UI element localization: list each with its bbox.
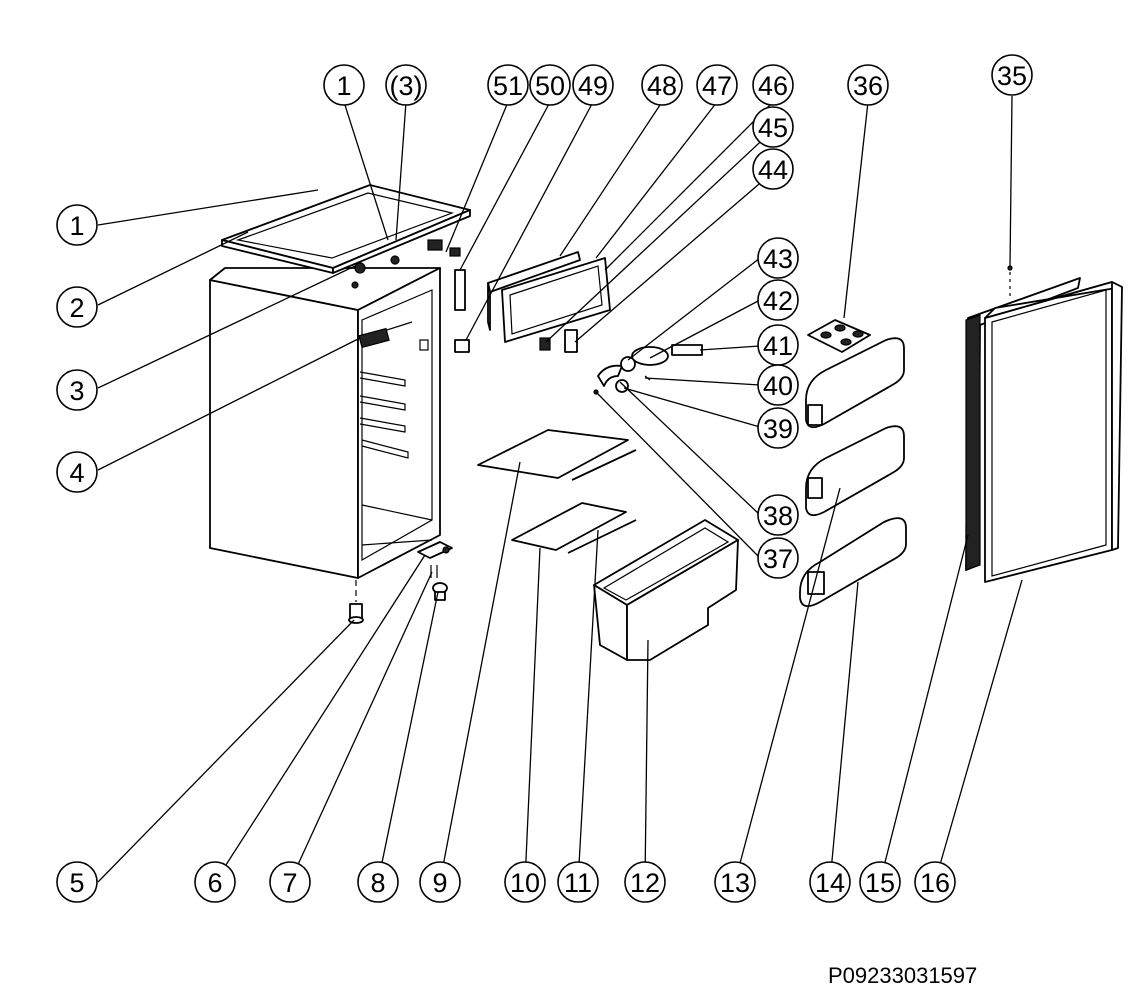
callout-label: 51 bbox=[493, 71, 523, 101]
thermostat-assembly bbox=[593, 344, 703, 395]
crisper-drawer bbox=[593, 519, 739, 661]
callout-label: 12 bbox=[630, 868, 660, 898]
callout-label: 43 bbox=[763, 244, 793, 274]
worktop bbox=[221, 184, 471, 274]
drawing-code: P09233031597 bbox=[828, 963, 978, 988]
callout-label: 2 bbox=[69, 293, 84, 323]
egg-tray bbox=[807, 319, 871, 353]
door-gasket bbox=[965, 277, 1081, 571]
callout-label: 10 bbox=[510, 868, 540, 898]
cabinet-body bbox=[209, 267, 441, 579]
callout-bubbles: 1 (3) 51 50 49 48 47 46 45 44 36 35 1 2 … bbox=[56, 54, 1033, 903]
callout-label: 37 bbox=[763, 544, 793, 574]
callout-label: 8 bbox=[370, 868, 385, 898]
top-hinge bbox=[427, 239, 470, 353]
adjustable-foot-right bbox=[430, 565, 448, 601]
bottom-hinge bbox=[417, 541, 453, 559]
callout-label: 1 bbox=[336, 71, 351, 101]
glass-shelf-small bbox=[511, 502, 637, 554]
glass-shelf-large bbox=[477, 429, 637, 481]
callout-label: 46 bbox=[758, 71, 788, 101]
callout-label: 38 bbox=[763, 501, 793, 531]
refrigerator-door bbox=[984, 265, 1123, 583]
callout-label: 3 bbox=[69, 376, 84, 406]
callout-label: 5 bbox=[69, 868, 84, 898]
door-balcony-lower bbox=[799, 517, 907, 608]
callout-label: 41 bbox=[763, 331, 793, 361]
callout-label: 14 bbox=[815, 868, 845, 898]
callout-label: 7 bbox=[282, 868, 297, 898]
door-balcony-upper bbox=[805, 337, 905, 429]
callout-label: 6 bbox=[207, 868, 222, 898]
callout-label: 45 bbox=[758, 113, 788, 143]
callout-label: 16 bbox=[920, 868, 950, 898]
callout-label: 48 bbox=[647, 71, 677, 101]
callout-label: 40 bbox=[763, 371, 793, 401]
callout-label: 4 bbox=[69, 458, 84, 488]
small-screw bbox=[351, 255, 400, 289]
callout-label: 11 bbox=[564, 868, 592, 898]
callout-label: 1 bbox=[69, 211, 84, 241]
shelf-supports bbox=[358, 327, 409, 459]
callout-label: 47 bbox=[702, 71, 732, 101]
callout-label: 13 bbox=[720, 868, 750, 898]
callout-label: 42 bbox=[763, 286, 793, 316]
callout-label: 49 bbox=[578, 71, 608, 101]
callout-label: 39 bbox=[763, 414, 793, 444]
callout-label: 15 bbox=[865, 868, 895, 898]
callout-label: 35 bbox=[997, 61, 1027, 91]
door-balcony-middle bbox=[805, 425, 905, 517]
callout-label: 36 bbox=[853, 71, 883, 101]
freezer-door bbox=[487, 251, 611, 353]
callout-label: (3) bbox=[390, 71, 423, 101]
callout-label: 9 bbox=[432, 868, 447, 898]
callout-label: 44 bbox=[758, 155, 788, 185]
adjustable-foot-left bbox=[348, 580, 364, 624]
callout-label: 50 bbox=[535, 71, 565, 101]
leader-lines bbox=[97, 95, 1023, 883]
